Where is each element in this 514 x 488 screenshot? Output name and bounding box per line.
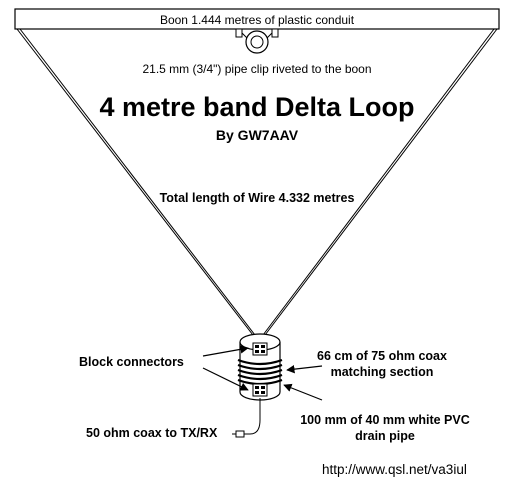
delta-loop-wire xyxy=(16,28,498,340)
boom-label: Boon 1.444 metres of plastic conduit xyxy=(159,13,355,27)
source-url: http://www.qsl.net/va3iul xyxy=(322,462,467,477)
annotation-arrows xyxy=(202,345,323,401)
boom-conduit xyxy=(14,8,500,30)
wire-length-label: Total length of Wire 4.332 metres xyxy=(159,191,355,205)
pipe-clip xyxy=(235,28,279,54)
pvc-pipe-label: 100 mm of 40 mm white PVC drain pipe xyxy=(300,413,470,443)
pvc-drain-pipe xyxy=(239,333,281,401)
author-byline: By GW7AAV xyxy=(215,127,299,143)
pipe-clip-label: 21.5 mm (3/4") pipe clip riveted to the … xyxy=(142,62,372,76)
matching-section-label: 66 cm of 75 ohm coax matching section xyxy=(317,349,447,379)
block-connector-top xyxy=(252,342,268,356)
block-connectors-label: Block connectors xyxy=(79,355,184,369)
feed-coax xyxy=(232,398,261,438)
diagram-title: 4 metre band Delta Loop xyxy=(99,92,415,122)
block-connector-bottom xyxy=(252,383,268,397)
feed-coax-label: 50 ohm coax to TX/RX xyxy=(86,426,218,440)
